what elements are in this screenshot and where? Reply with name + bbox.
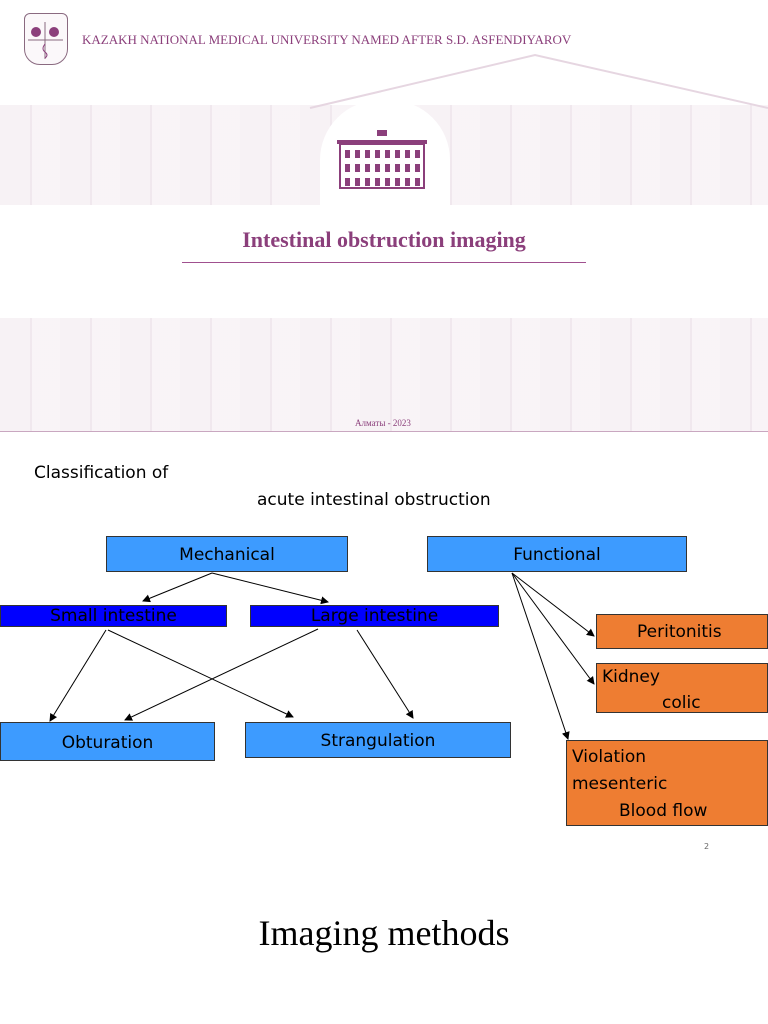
kidney-colic-box: Kidney colic: [596, 663, 768, 713]
arrow-mechanical-large: [211, 572, 329, 605]
strangulation-box: Strangulation: [245, 722, 511, 758]
arrow-small-strangulation: [107, 629, 294, 718]
building-icon: [337, 130, 427, 189]
violation-line2: mesenteric: [572, 774, 668, 794]
university-logo: [24, 13, 68, 65]
arrow-functional-kidney: [511, 572, 595, 685]
kidney-colic-line2: colic: [662, 693, 701, 713]
title-slide: KAZAKH NATIONAL MEDICAL UNIVERSITY NAMED…: [0, 0, 768, 432]
page-number: 2: [704, 842, 710, 851]
violation-box: Violation mesenteric Blood flow: [566, 740, 768, 826]
city-year: Алматы - 2023: [355, 418, 411, 428]
classification-heading-line1: Classification of: [34, 463, 169, 483]
functional-box: Functional: [427, 536, 687, 572]
violation-line1: Violation: [572, 747, 647, 767]
mechanical-box: Mechanical: [106, 536, 348, 572]
arrow-large-strangulation: [356, 629, 414, 719]
arrow-mechanical-small: [142, 572, 213, 603]
imaging-methods-title: Imaging methods: [258, 913, 510, 953]
presentation-title: Intestinal obstruction imaging: [242, 227, 526, 252]
title-underline: [182, 262, 586, 263]
university-name: KAZAKH NATIONAL MEDICAL UNIVERSITY NAMED…: [82, 32, 572, 47]
violation-line3: Blood flow: [619, 801, 708, 821]
obturation-box: Obturation: [0, 722, 215, 761]
classification-heading-line2: acute intestinal obstruction: [257, 490, 491, 510]
arrow-functional-peritonitis: [511, 572, 595, 637]
slide-divider: [0, 431, 768, 432]
large-intestine-box: Large intestine: [250, 605, 499, 627]
kidney-colic-line1: Kidney: [602, 667, 660, 687]
building-background-lower: [0, 318, 768, 431]
arrow-large-obturation: [124, 628, 319, 721]
roof-outline: [309, 53, 768, 109]
arrow-functional-violation: [511, 572, 570, 740]
small-intestine-box: Small intestine: [0, 605, 227, 627]
peritonitis-box: Peritonitis: [596, 614, 768, 649]
arrow-small-obturation: [49, 629, 107, 722]
